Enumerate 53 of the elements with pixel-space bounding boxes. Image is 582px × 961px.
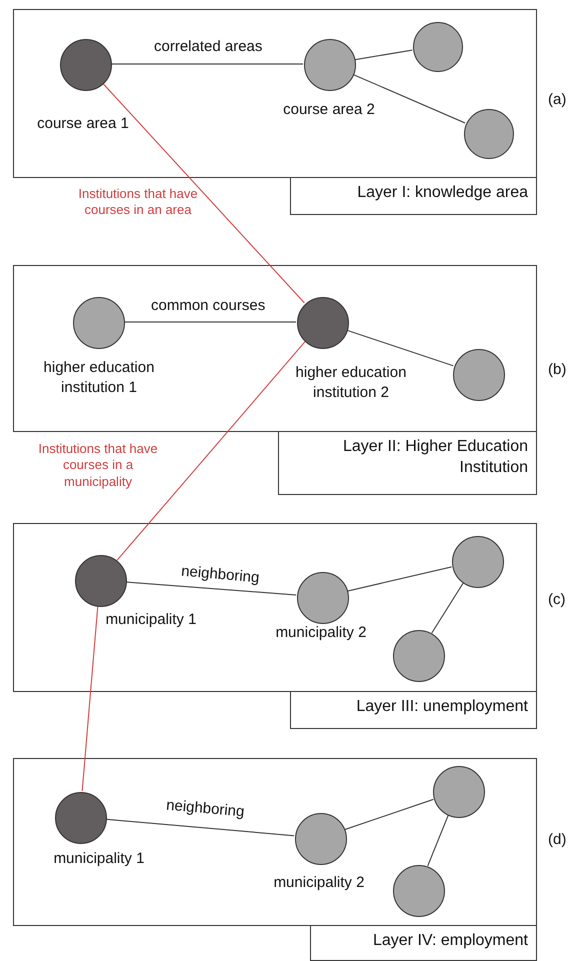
edge-label: common courses (151, 297, 266, 316)
node-label: course area 1 (36, 114, 130, 134)
layer-title: Layer IV: employment (310, 925, 537, 961)
node-circle (393, 865, 445, 917)
node-circle (433, 766, 485, 818)
connector-line (352, 74, 466, 124)
node-circle (413, 22, 463, 72)
node-label: municipality 2 (274, 623, 368, 642)
connector-line (344, 798, 434, 830)
layer-panel (13, 265, 537, 432)
node-label: higher education institution 2 (294, 363, 408, 402)
node-label: course area 2 (282, 100, 376, 120)
layer-title: Layer I: knowledge area (290, 177, 537, 215)
connector-line (427, 814, 449, 866)
node-circle (464, 109, 514, 159)
node-circle (73, 297, 125, 349)
connector-line (346, 566, 452, 592)
node-circle (297, 572, 349, 624)
highlighted-node-circle (60, 39, 112, 91)
inter-layer-link (82, 605, 98, 792)
edge-label: correlated areas (154, 38, 262, 57)
highlighted-node-circle (55, 792, 107, 844)
edge-label: Institutions that have courses in a municipality (37, 441, 159, 490)
node-circle (453, 349, 505, 401)
layer-panel (13, 9, 537, 178)
node-label: municipality 2 (272, 873, 366, 892)
highlighted-node-circle (297, 297, 349, 349)
node-label: higher education institution 1 (42, 358, 156, 397)
panel-letter: (a) (548, 90, 568, 110)
inter-layer-link (102, 82, 305, 304)
layer-title: Layer II: Higher Education Institution (278, 431, 537, 495)
panel-letter: (b) (548, 360, 568, 380)
edge-label: neighboring (180, 562, 260, 588)
connector-line (431, 582, 464, 634)
highlighted-node-circle (75, 555, 127, 607)
layer-panel (13, 758, 537, 926)
node-circle (295, 813, 347, 865)
edge-label: Institutions that have courses in an area (77, 186, 199, 218)
connector-line (354, 50, 413, 60)
node-label: municipality 1 (52, 849, 146, 868)
panel-letter: (d) (548, 830, 568, 850)
panel-letter: (c) (548, 590, 566, 610)
node-label: municipality 1 (104, 610, 198, 630)
connector-line (105, 818, 295, 836)
layer-title: Layer III: unemployment (290, 691, 537, 729)
node-circle (393, 630, 445, 682)
layer-panel (13, 523, 537, 692)
node-circle (304, 39, 356, 91)
node-circle (452, 536, 504, 588)
edge-label: neighboring (165, 796, 246, 822)
connector-line (346, 330, 454, 366)
connector-line (125, 582, 297, 596)
inter-layer-link (116, 341, 306, 561)
